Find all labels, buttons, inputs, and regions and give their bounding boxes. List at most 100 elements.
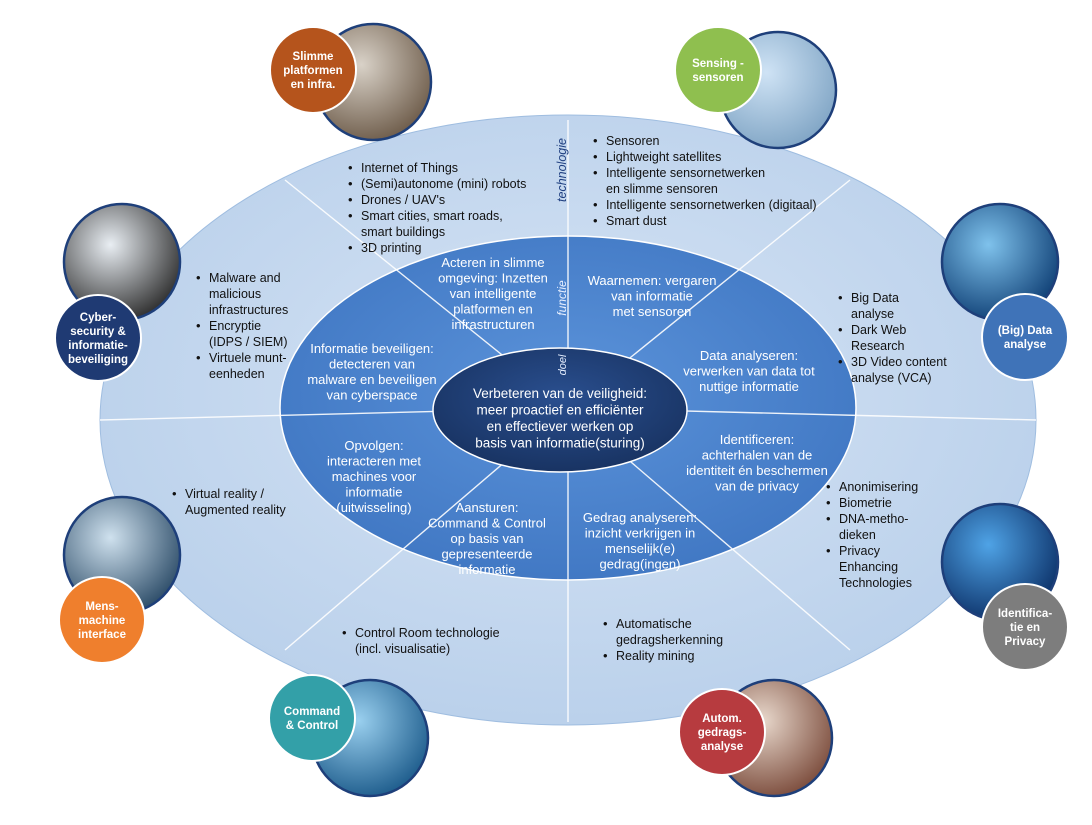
center-core	[432, 347, 688, 473]
bullet: •	[348, 240, 353, 255]
bullet: •	[838, 354, 843, 369]
tech-list-mensmachine: • Virtual reality / Augmented reality	[172, 486, 287, 517]
tech-item: Biometrie	[839, 496, 892, 510]
domain-badge	[54, 294, 142, 382]
tech-item: (incl. visualisatie)	[355, 642, 450, 656]
tech-item: Lightweight satellites	[606, 150, 721, 164]
bullet: •	[826, 479, 831, 494]
domain-badge	[269, 26, 357, 114]
domain-label: Cyber-security &informatie-beveiliging	[68, 312, 128, 366]
tech-item: Smart dust	[606, 214, 667, 228]
tech-item: Malware and	[209, 271, 281, 285]
domain-label: Command& Control	[284, 706, 340, 732]
domain-label: Autom.gedrags-analyse	[698, 713, 747, 753]
tech-item: en slimme sensoren	[606, 182, 718, 196]
bullet: •	[593, 197, 598, 212]
axis-label-functie: functie	[555, 280, 569, 316]
tech-item: Privacy	[839, 544, 881, 558]
tech-item: Intelligente sensornetwerken (digitaal)	[606, 198, 817, 212]
tech-item: Smart cities, smart roads,	[361, 209, 503, 223]
axis-label-doel: doel	[557, 354, 569, 375]
tech-item: Drones / UAV's	[361, 193, 445, 207]
tech-item: gedragsherkenning	[616, 633, 723, 647]
bullet: •	[348, 192, 353, 207]
tech-item: Virtual reality /	[185, 487, 264, 501]
center-goal-text: Verbeteren van de veiligheid:meer proact…	[473, 386, 647, 451]
tech-item: analyse	[851, 307, 894, 321]
tech-item: infrastructures	[209, 303, 288, 317]
bullet: •	[196, 318, 201, 333]
tech-item: dieken	[839, 528, 876, 542]
domain-sensing: Sensing -sensoren	[674, 26, 838, 150]
bullet: •	[593, 149, 598, 164]
domain-cyber: Cyber-security &informatie-beveiliging	[54, 202, 182, 382]
labels: Verbeteren van de veiligheid:meer proact…	[307, 138, 828, 577]
tech-item: Internet of Things	[361, 161, 458, 175]
bullet: •	[172, 486, 177, 501]
tech-item: Research	[851, 339, 905, 353]
domain-badge	[674, 26, 762, 114]
tech-item: 3D printing	[361, 241, 421, 255]
tech-item: Augmented reality	[185, 503, 287, 517]
tech-item: Big Data	[851, 291, 899, 305]
bullet: •	[826, 543, 831, 558]
tech-list-platformen: • Internet of Things • (Semi)autonome (mini…	[348, 160, 526, 255]
tech-list-cyber: •Malware andmaliciousinfrastructures•Enc…	[196, 270, 288, 381]
tech-item: smart buildings	[361, 225, 445, 239]
tech-item: (Semi)autonome (mini) robots	[361, 177, 526, 191]
bullet: •	[196, 350, 201, 365]
bullet: •	[593, 133, 598, 148]
tech-list-privacy: • Anonimisering • Biometrie • DNA-metho-dieke…	[826, 479, 918, 590]
tech-item: Virtuele munt-	[209, 351, 287, 365]
bullet: •	[348, 208, 353, 223]
tech-item: Automatische	[616, 617, 692, 631]
tech-item: Technologies	[839, 576, 912, 590]
tech-item: Control Room technologie	[355, 626, 500, 640]
tech-item: Dark Web	[851, 323, 906, 337]
tech-item: (IDPS / SIEM)	[209, 335, 287, 349]
bullet: •	[838, 290, 843, 305]
domain-badge	[268, 674, 356, 762]
axis-label-technologie: technologie	[555, 138, 569, 202]
bullet: •	[348, 160, 353, 175]
tech-item: DNA-metho-	[839, 512, 908, 526]
domain-badge	[58, 576, 146, 664]
bullet: •	[593, 165, 598, 180]
domain-gedragsanalyse: Autom.gedrags-analyse	[678, 678, 834, 798]
tech-item: Anonimisering	[839, 480, 918, 494]
tech-item: analyse (VCA)	[851, 371, 932, 385]
tech-item: Encryptie	[209, 319, 261, 333]
bullet: •	[342, 625, 347, 640]
tech-list-command: • Control Room technologie (incl. visualis…	[342, 625, 500, 656]
bullet: •	[826, 495, 831, 510]
tech-item: eenheden	[209, 367, 265, 381]
tech-item: Sensoren	[606, 134, 660, 148]
bullet: •	[603, 616, 608, 631]
tech-item: 3D Video content	[851, 355, 947, 369]
tech-item: Intelligente sensornetwerken	[606, 166, 765, 180]
tech-item: Enhancing	[839, 560, 898, 574]
domain-command: Command& Control	[268, 674, 430, 798]
bullet: •	[196, 270, 201, 285]
bullet: •	[348, 176, 353, 191]
bullet: •	[603, 648, 608, 663]
bullet: •	[826, 511, 831, 526]
